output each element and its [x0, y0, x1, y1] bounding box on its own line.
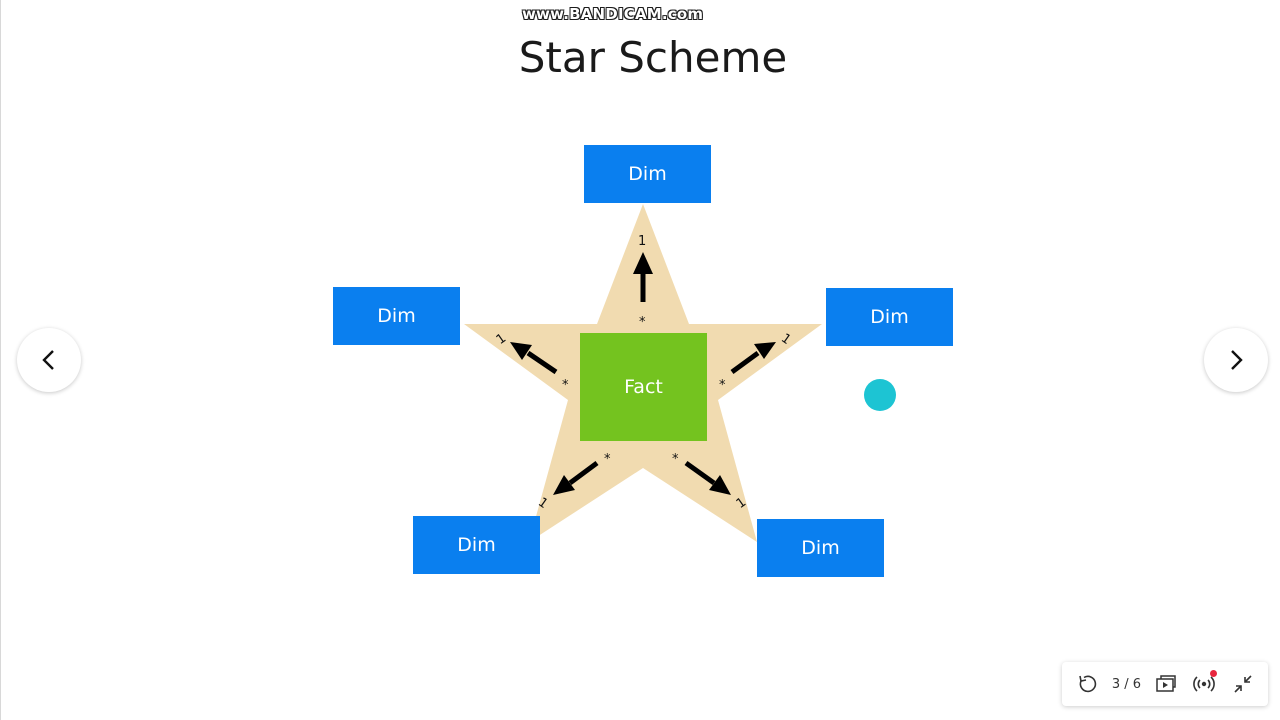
slide-title: Star Scheme	[518, 33, 788, 82]
laser-pointer	[864, 379, 896, 411]
relationship-arrows	[510, 252, 776, 495]
cardinality-many-left: *	[562, 378, 569, 393]
cardinality-many-top: *	[639, 315, 646, 330]
arrow-bottom-right-head	[709, 475, 731, 495]
broadcast-button[interactable]	[1190, 670, 1218, 698]
arrow-left-head	[510, 342, 532, 360]
cardinality-one-top: 1	[638, 234, 646, 249]
arrow-right-head	[754, 342, 776, 359]
arrow-top-head	[633, 252, 653, 274]
dim-box-bottom-left: Dim	[413, 516, 540, 574]
previous-slide-button[interactable]	[17, 328, 81, 392]
rotate-button[interactable]	[1073, 670, 1101, 698]
dim-box-bottom-right: Dim	[757, 519, 884, 577]
fact-box: Fact	[580, 333, 707, 441]
broadcast-icon	[1193, 676, 1215, 692]
chevron-right-icon	[1231, 350, 1243, 370]
cardinality-many-bottom-left: *	[604, 452, 611, 467]
live-indicator-dot	[1210, 670, 1218, 677]
recorder-watermark: www.BANDICAM.com	[522, 5, 704, 23]
minimize-button[interactable]	[1229, 670, 1257, 698]
next-slide-button[interactable]	[1204, 328, 1268, 392]
arrow-left-shaft	[526, 350, 558, 375]
cardinality-many-right: *	[719, 378, 726, 393]
arrow-bottom-left-head	[553, 475, 575, 495]
minimize-icon	[1234, 675, 1252, 693]
rotate-icon	[1079, 675, 1097, 693]
present-icon	[1155, 675, 1176, 692]
dim-box-top: Dim	[584, 145, 711, 203]
dim-box-left: Dim	[333, 287, 460, 345]
dim-box-right: Dim	[826, 288, 953, 346]
arrow-bottom-left-shaft	[568, 460, 599, 486]
chevron-left-icon	[42, 350, 54, 370]
arrow-bottom-right-shaft	[684, 460, 716, 486]
cardinality-many-bottom-right: *	[672, 452, 679, 467]
page-indicator: 3 / 6	[1111, 676, 1142, 692]
window-edge	[0, 0, 1, 720]
arrow-right-shaft	[730, 350, 760, 375]
presentation-toolbar: 3 / 6	[1062, 662, 1268, 706]
present-button[interactable]	[1152, 670, 1180, 698]
